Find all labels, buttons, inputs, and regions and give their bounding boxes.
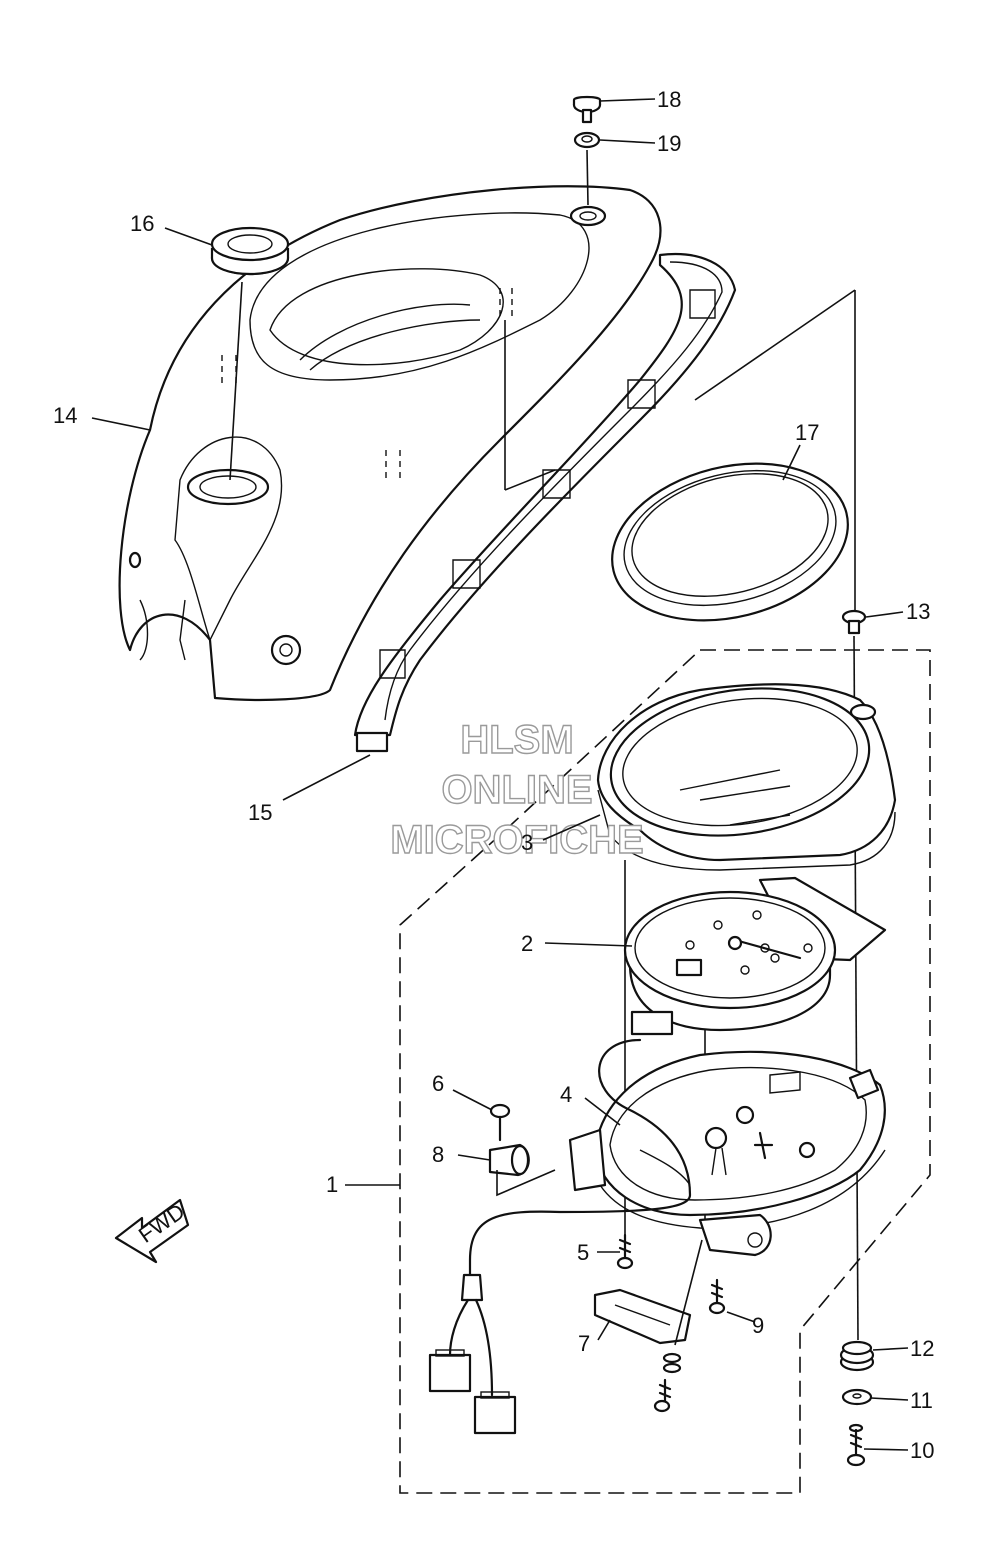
callout-8: 8: [432, 1142, 444, 1167]
fwd-arrow-icon: FWD: [114, 1199, 189, 1264]
meter-case-upper-part: [596, 683, 897, 871]
callout-12: 12: [910, 1336, 934, 1361]
clamp-8-part: [488, 1143, 530, 1177]
callout-7: 7: [578, 1331, 590, 1356]
callout-5: 5: [577, 1240, 589, 1265]
callout-4: 4: [560, 1082, 572, 1107]
screw-5-part: [616, 1233, 634, 1270]
callout-16: 16: [130, 211, 154, 236]
callout-17: 17: [795, 420, 819, 445]
callout-10: 10: [910, 1438, 934, 1463]
plate-7-part: [593, 1239, 703, 1413]
callout-9: 9: [752, 1313, 764, 1338]
watermark-line-2: ONLINE: [441, 768, 592, 812]
screw-9-part: [708, 1278, 726, 1315]
meter-cover-part: [118, 185, 662, 701]
grommet-part: [210, 226, 290, 481]
screw-18-part: [572, 95, 602, 124]
clip-13-part: [841, 609, 867, 635]
meter-case-lower-part: [468, 1038, 886, 1292]
screw-6-part: [489, 1103, 511, 1142]
callout-14: 14: [53, 403, 77, 428]
callout-15: 15: [248, 800, 272, 825]
callout-6: 6: [432, 1071, 444, 1096]
trim-strip-part: [353, 252, 737, 753]
washer-19-part: [573, 131, 601, 149]
callout-labels: 18 19 16 14 17 13 15 3 2 4 6 8 1 5 9 7 1…: [53, 87, 934, 1463]
callout-leaders: [91, 98, 909, 1451]
watermark: HLSM ONLINE MICROFICHE: [390, 717, 645, 862]
meter-gauge-part: [623, 876, 887, 1036]
callout-3: 3: [521, 830, 533, 855]
callout-11: 11: [910, 1388, 933, 1413]
watermark-line-1: HLSM: [460, 718, 573, 762]
wire-harness-part: [428, 1273, 517, 1435]
bolt-10-part: [846, 1423, 866, 1467]
callout-18: 18: [657, 87, 681, 112]
callout-1: 1: [326, 1172, 338, 1197]
ring-seal-part: [611, 462, 849, 622]
damper-12-part: [839, 1340, 875, 1372]
callout-13: 13: [906, 599, 930, 624]
callout-2: 2: [521, 931, 533, 956]
callout-19: 19: [657, 131, 681, 156]
watermark-line-3: MICROFICHE: [390, 818, 643, 862]
collar-11-part: [841, 1388, 873, 1406]
